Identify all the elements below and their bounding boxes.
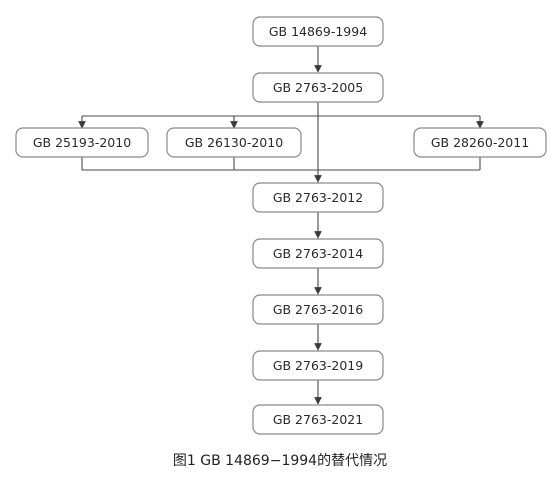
node-gb2763-2014: GB 2763-2014 (252, 238, 384, 269)
node-label: GB 14869-1994 (269, 24, 367, 39)
node-gb26130-2010: GB 26130-2010 (166, 127, 302, 158)
node-label: GB 25193-2010 (33, 135, 131, 150)
node-label: GB 28260-2011 (431, 135, 529, 150)
node-gb2763-2019: GB 2763-2019 (252, 350, 384, 381)
node-gb25193-2010: GB 25193-2010 (15, 127, 149, 158)
figure-caption: 图1 GB 14869−1994的替代情况 (172, 453, 388, 469)
node-label: GB 2763-2021 (273, 412, 363, 427)
node-gb2763-2005: GB 2763-2005 (252, 72, 384, 103)
edges (78, 46, 484, 405)
node-label: GB 2763-2012 (273, 190, 363, 205)
node-gb28260-2011: GB 28260-2011 (413, 127, 547, 158)
node-gb2763-2012: GB 2763-2012 (252, 182, 384, 213)
node-gb2763-2021: GB 2763-2021 (252, 404, 384, 435)
node-label: GB 26130-2010 (185, 135, 283, 150)
node-label: GB 2763-2016 (273, 302, 363, 317)
node-label: GB 2763-2019 (273, 358, 363, 373)
node-label: GB 2763-2005 (273, 80, 363, 95)
node-gb14869-1994: GB 14869-1994 (252, 16, 384, 47)
node-label: GB 2763-2014 (273, 246, 363, 261)
node-gb2763-2016: GB 2763-2016 (252, 294, 384, 325)
